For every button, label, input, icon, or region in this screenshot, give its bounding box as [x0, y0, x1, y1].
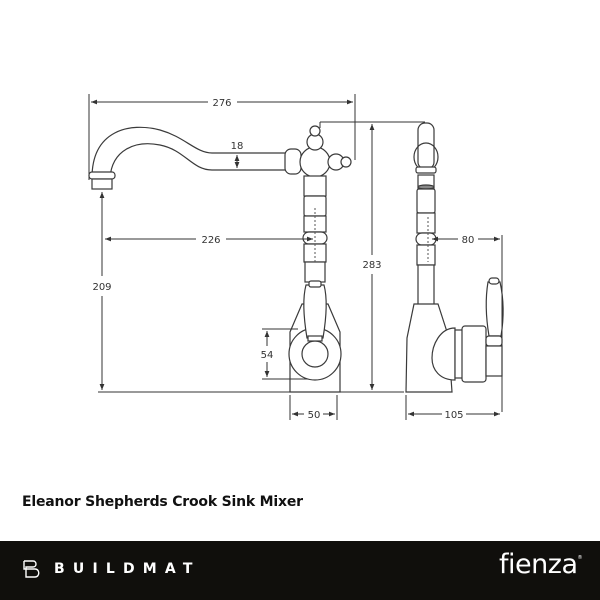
- dim-overall-height: 283: [362, 260, 381, 271]
- side-hub: [431, 327, 456, 381]
- side-top-handle: [417, 122, 435, 170]
- aerator: [91, 178, 113, 190]
- dim-base-depth: 105: [444, 410, 463, 421]
- side-column-2: [416, 188, 436, 214]
- dim-outlet-height: 209: [92, 282, 111, 293]
- brand-footer: BUILDMAT fienza®: [0, 541, 600, 600]
- side-lever: [485, 281, 504, 337]
- fienza-logo: fienza®: [499, 549, 582, 580]
- registered-mark: ®: [577, 555, 583, 561]
- hub-top-finial: [309, 125, 321, 137]
- fienza-wordmark: fienza: [499, 549, 578, 580]
- side-lever-stem: [485, 345, 503, 377]
- column-1: [303, 175, 327, 197]
- lever-neck: [307, 335, 323, 342]
- buildmat-wordmark: BUILDMAT: [54, 561, 201, 577]
- side-view: 283 80 105: [319, 121, 504, 421]
- hub-collar: [284, 148, 302, 175]
- technical-drawing: 276 18 226 209 54 50 283: [88, 94, 504, 421]
- dim-base-width: 50: [308, 410, 321, 421]
- side-lever-base: [485, 335, 503, 347]
- dim-spout-reach: 226: [201, 235, 220, 246]
- front-view: 276 18 226 209 54 50: [88, 94, 398, 421]
- spout: [91, 126, 301, 179]
- dim-spout-thickness: 18: [231, 141, 244, 152]
- dim-handle-offset: 80: [462, 235, 475, 246]
- buildmat-logo: BUILDMAT: [22, 559, 201, 579]
- side-column-5: [417, 264, 435, 306]
- hub: [299, 146, 331, 178]
- side-column-3: [416, 212, 436, 234]
- dim-lever-height: 54: [261, 350, 274, 361]
- side-hub-ring: [461, 325, 487, 383]
- body-ring-inner: [301, 340, 329, 368]
- side-lever-cap: [488, 277, 500, 285]
- lever: [303, 284, 327, 339]
- buildmat-b-icon: [23, 560, 40, 578]
- aerator-ring: [88, 171, 116, 180]
- side-column-4: [416, 244, 436, 266]
- product-title: Eleanor Shepherds Crook Sink Mixer: [22, 494, 303, 510]
- column-5: [304, 261, 326, 283]
- dim-overall-width: 276: [212, 98, 231, 109]
- side-top-collar: [415, 166, 437, 174]
- lever-cap: [308, 280, 322, 288]
- hub-side-finial: [340, 156, 352, 168]
